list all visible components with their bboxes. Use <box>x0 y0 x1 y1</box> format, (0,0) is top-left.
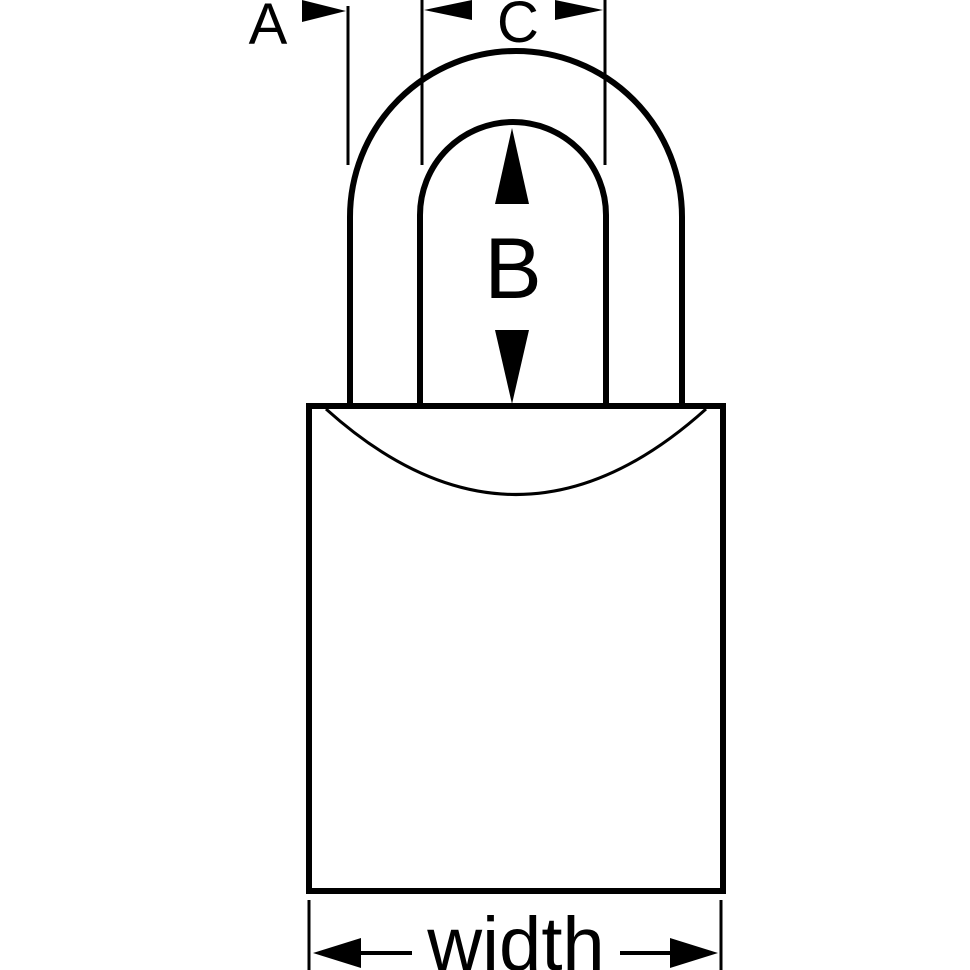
dimension-b-down-arrow <box>495 330 529 404</box>
dimension-width-left-arrow <box>313 938 361 968</box>
shackle-outer-outline <box>347 48 685 406</box>
dimension-a-arrow <box>302 0 346 22</box>
dimension-b: B <box>484 128 542 404</box>
dimension-c-right-arrow <box>555 0 603 20</box>
dimension-width: width <box>307 900 723 970</box>
dimension-a: A <box>249 0 350 165</box>
shackle <box>347 48 685 406</box>
dimension-width-right-arrow <box>670 938 718 968</box>
lock-body-top-arc <box>324 407 708 496</box>
shackle-inner-outline <box>417 119 609 406</box>
dimension-a-label: A <box>249 0 288 57</box>
dimension-c: C <box>420 0 607 165</box>
dimension-width-label: width <box>426 902 604 970</box>
lock-body <box>306 403 726 894</box>
dimension-c-left-arrow <box>424 0 472 20</box>
dimension-c-label: C <box>497 0 539 55</box>
dimension-b-up-arrow <box>495 128 529 204</box>
dimension-b-label: B <box>484 221 541 317</box>
lock-body-outline <box>306 403 726 894</box>
